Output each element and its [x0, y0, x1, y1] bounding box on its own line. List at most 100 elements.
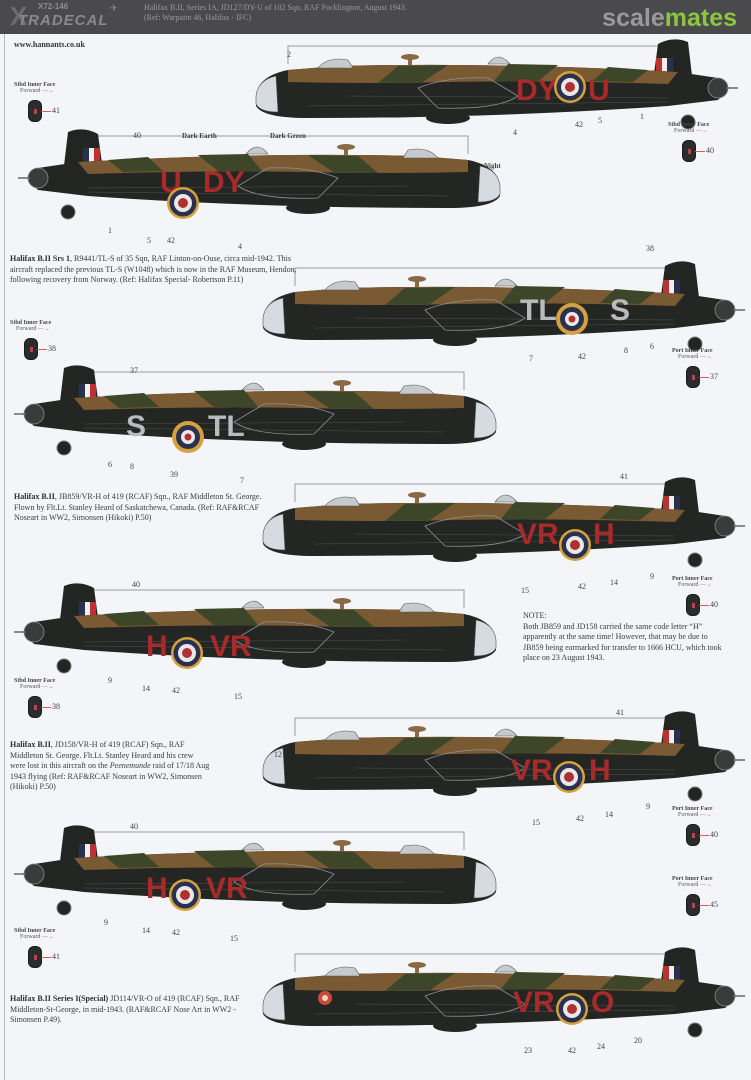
callout-9: 9 — [650, 572, 654, 581]
callout-42: 42 — [575, 120, 583, 129]
callout-40: 40 — [130, 822, 138, 831]
halifax-silhouette-icon — [255, 708, 745, 808]
inner-face-stbd-41: Stbd Inner Face Forward —→ 41 — [14, 82, 94, 126]
callout-num: 37 — [710, 372, 718, 381]
callout-7: 7 — [240, 476, 244, 485]
code-letters-right: H — [589, 754, 611, 787]
inner-face-port-37: Port Inner Face Forward —→ 37 — [672, 348, 751, 392]
callout-42: 42 — [568, 1046, 576, 1055]
callout-20: 20 — [634, 1036, 642, 1045]
note-box: NOTE: Both JB859 and JD158 carried the s… — [523, 611, 723, 664]
callout-42: 42 — [578, 352, 586, 361]
fin-face-icon — [24, 338, 38, 360]
forward-label: Forward —→ — [20, 684, 54, 690]
inner-face-title: Port Inner Face — [672, 348, 713, 354]
roundel-icon — [169, 879, 201, 911]
code-letters-left: VR — [511, 754, 553, 787]
inner-face-stbd-38: Stbd Inner Face Forward —→ 38 — [10, 320, 90, 364]
callout-num: 40 — [710, 600, 718, 609]
callout-8: 8 — [130, 462, 134, 471]
desc-title: Halifax B.II Srs 1 — [10, 254, 71, 263]
code-letters-right: TL — [208, 410, 245, 443]
roundel-icon — [172, 421, 204, 453]
description-tl-s: Halifax B.II Srs 1, R9441/TL-S of 35 Sqn… — [10, 254, 310, 286]
forward-label: Forward —→ — [674, 128, 708, 134]
callout-6: 6 — [108, 460, 112, 469]
aircraft-profile-vr-o-jd114-starboard: VR O — [255, 944, 745, 1044]
callout-40: 40 — [133, 131, 141, 140]
inner-face-stbd-38b: Stbd Inner Face Forward —→ 38 — [14, 678, 94, 722]
callout-41: 41 — [620, 472, 628, 481]
code-letters-right: DY — [203, 166, 245, 199]
callout-num: 40 — [706, 146, 714, 155]
inner-face-port-40b: Port Inner Face Forward —→ 40 — [672, 806, 751, 850]
aircraft-profile-dy-u-port: U DY — [18, 126, 508, 236]
forward-label: Forward —→ — [678, 354, 712, 360]
code-letters-left: S — [126, 410, 147, 443]
callout-2: 2 — [287, 50, 291, 59]
halifax-silhouette-icon — [255, 474, 745, 574]
fin-face-icon — [686, 894, 700, 916]
website-label: Website — [45, 26, 69, 34]
inner-face-title: Port Inner Face — [672, 876, 713, 882]
scalemates-watermark[interactable]: scalemates — [602, 4, 737, 32]
code-letters-right: H — [593, 518, 615, 551]
aircraft-profile-tl-s-port: S TL — [14, 362, 504, 462]
callout-24: 24 — [597, 1042, 605, 1051]
code-letters-left: H — [146, 872, 168, 905]
aircraft-profile-vr-h-jd158-starboard: VR H — [255, 708, 745, 808]
halifax-silhouette-icon — [14, 580, 504, 680]
sheet-title-line2: (Ref: Warpaint 46, Halifax - IFC) — [144, 13, 252, 22]
code-letters-left: H — [146, 630, 168, 663]
forward-label: Forward —→ — [20, 934, 54, 940]
inner-face-port-40: Port Inner Face Forward —→ 40 — [672, 576, 751, 620]
halifax-silhouette-icon — [14, 822, 504, 922]
plane-icon: ✈ — [110, 3, 118, 13]
roundel-icon — [559, 529, 591, 561]
desc-body: , JB859/VR-H of 419 (RCAF) Sqn., RAF Mid… — [14, 492, 262, 522]
callout-num: 41 — [52, 106, 60, 115]
sheet-title: Halifax B.II, Series IA, JD127/DY-U of 1… — [144, 3, 407, 23]
page-border — [4, 34, 5, 1080]
callout-4: 4 — [238, 242, 242, 251]
inner-face-title: Stbd Inner Face — [14, 928, 56, 934]
callout-5: 5 — [147, 236, 151, 245]
callout-14: 14 — [142, 926, 150, 935]
inner-face-title: Port Inner Face — [672, 576, 713, 582]
callout-15: 15 — [521, 586, 529, 595]
forward-label: Forward —→ — [678, 812, 712, 818]
callout-14: 14 — [610, 578, 618, 587]
callout-12: 12 — [274, 750, 282, 759]
inner-face-title: Stbd Inner Face — [668, 122, 710, 128]
desc-body-b: raid of 17/18 Aug 1943 flying (Ref: RAF&… — [10, 761, 210, 791]
callout-41: 41 — [616, 708, 624, 717]
callout-42: 42 — [578, 582, 586, 591]
sheet-code: X72-146 — [38, 2, 69, 11]
code-letters-left: TL — [520, 294, 557, 327]
brand-name: TRADECAL — [18, 12, 109, 29]
forward-label: Forward —→ — [20, 88, 54, 94]
roundel-icon — [553, 761, 585, 793]
code-letters-right: S — [610, 294, 631, 327]
xtradecal-logo: X X72-146 ✈ TRADECAL — [8, 2, 126, 32]
forward-label: Forward —→ — [16, 326, 50, 332]
callout-num: 41 — [52, 952, 60, 961]
callout-14: 14 — [605, 810, 613, 819]
forward-label: Forward —→ — [678, 882, 712, 888]
website-url[interactable]: www.hannants.co.uk — [14, 40, 85, 49]
callout-15: 15 — [234, 692, 242, 701]
callout-5: 5 — [598, 116, 602, 125]
note-title: NOTE: — [523, 611, 547, 620]
sheet-title-line1: Halifax B.II, Series IA, JD127/DY-U of 1… — [144, 3, 407, 12]
callout-23: 23 — [524, 1046, 532, 1055]
halifax-silhouette-icon — [248, 36, 738, 136]
callout-6: 6 — [650, 342, 654, 351]
halifax-silhouette-icon — [14, 362, 504, 462]
aircraft-profile-vr-h-jb859-starboard: VR H — [255, 474, 745, 574]
callout-15: 15 — [230, 934, 238, 943]
description-jd158: Halifax B.II, JD158/VR-H of 419 (RCAF) S… — [10, 740, 210, 793]
callout-4: 4 — [513, 128, 517, 137]
code-letters-right: O — [591, 986, 615, 1019]
callout-9: 9 — [646, 802, 650, 811]
callout-42: 42 — [172, 686, 180, 695]
